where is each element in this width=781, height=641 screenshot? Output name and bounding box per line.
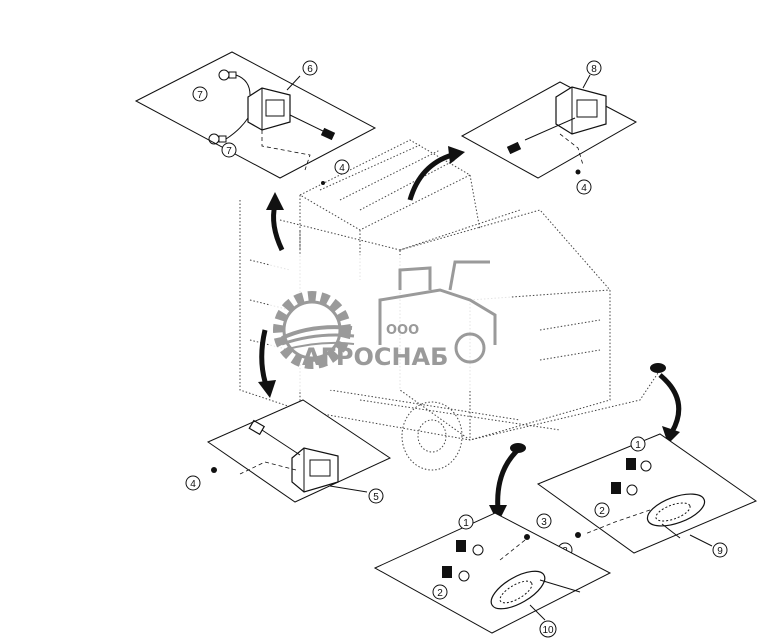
callout-1-top: 1	[635, 440, 641, 451]
watermark-name: АГРОСНАБ	[302, 343, 448, 371]
connector-icon	[506, 141, 522, 155]
callout-10: 10	[542, 625, 554, 636]
panel-beacon-left: 1 2 3 10	[373, 512, 612, 638]
callout-9: 9	[717, 546, 723, 557]
callout-3-a: 3	[541, 517, 547, 528]
callout-1-bottom: 1	[463, 518, 469, 529]
oval-lamp-icon	[646, 493, 706, 527]
connector-icon	[320, 127, 336, 141]
connector-icon	[248, 419, 266, 436]
watermark: ООО АГРОСНАБ	[270, 255, 510, 390]
bulb-socket-icon	[456, 540, 484, 556]
callout-8: 8	[591, 64, 597, 75]
panel-rear-lamp-right: 8 4	[460, 60, 638, 195]
callout-2-bottom: 2	[437, 588, 443, 599]
panel-beacon-right: 1 2 3 9	[536, 433, 758, 558]
callout-4-right: 4	[581, 183, 587, 194]
callout-6: 6	[307, 64, 313, 75]
panel-rear-lamp-left: 6 7 7 4	[134, 51, 377, 185]
arrows	[258, 146, 682, 523]
combine-logo-icon	[378, 260, 497, 364]
callout-5: 5	[373, 492, 379, 503]
oval-lamp-icon	[490, 570, 546, 610]
lamp-housing-icon	[291, 447, 339, 493]
lamp-housing-icon	[247, 87, 291, 131]
callout-4-top: 4	[339, 163, 345, 174]
bulb-socket-icon	[626, 458, 652, 472]
bulb-socket-icon	[611, 482, 638, 496]
watermark-prefix: ООО	[386, 323, 419, 338]
lamp-housing-icon	[555, 86, 607, 135]
callout-7a: 7	[197, 90, 203, 101]
panel-side-lamp: 4 5	[185, 399, 392, 504]
callout-2-right: 2	[599, 506, 605, 517]
gear-logo-icon	[273, 291, 355, 369]
callout-7b: 7	[226, 146, 232, 157]
callout-4-left: 4	[190, 479, 196, 490]
bulb-socket-icon	[442, 566, 470, 582]
